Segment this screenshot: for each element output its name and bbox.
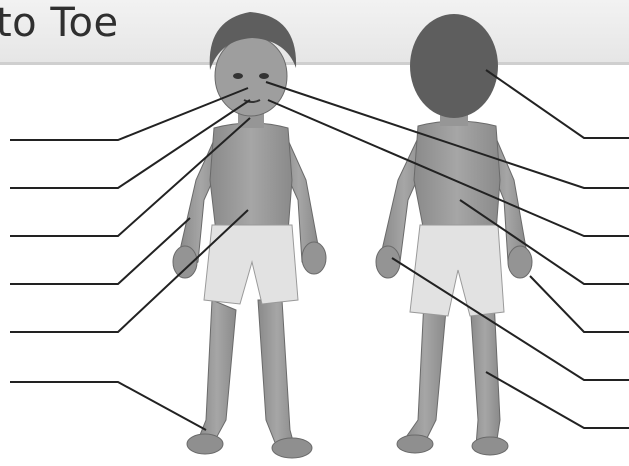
boy-front-figure bbox=[173, 12, 326, 458]
label-line-left-6 bbox=[10, 382, 206, 430]
label-line-right-1 bbox=[486, 70, 629, 138]
label-line-left-4 bbox=[10, 218, 190, 284]
boy-back-figure bbox=[376, 14, 532, 455]
label-line-left-1 bbox=[10, 88, 248, 140]
